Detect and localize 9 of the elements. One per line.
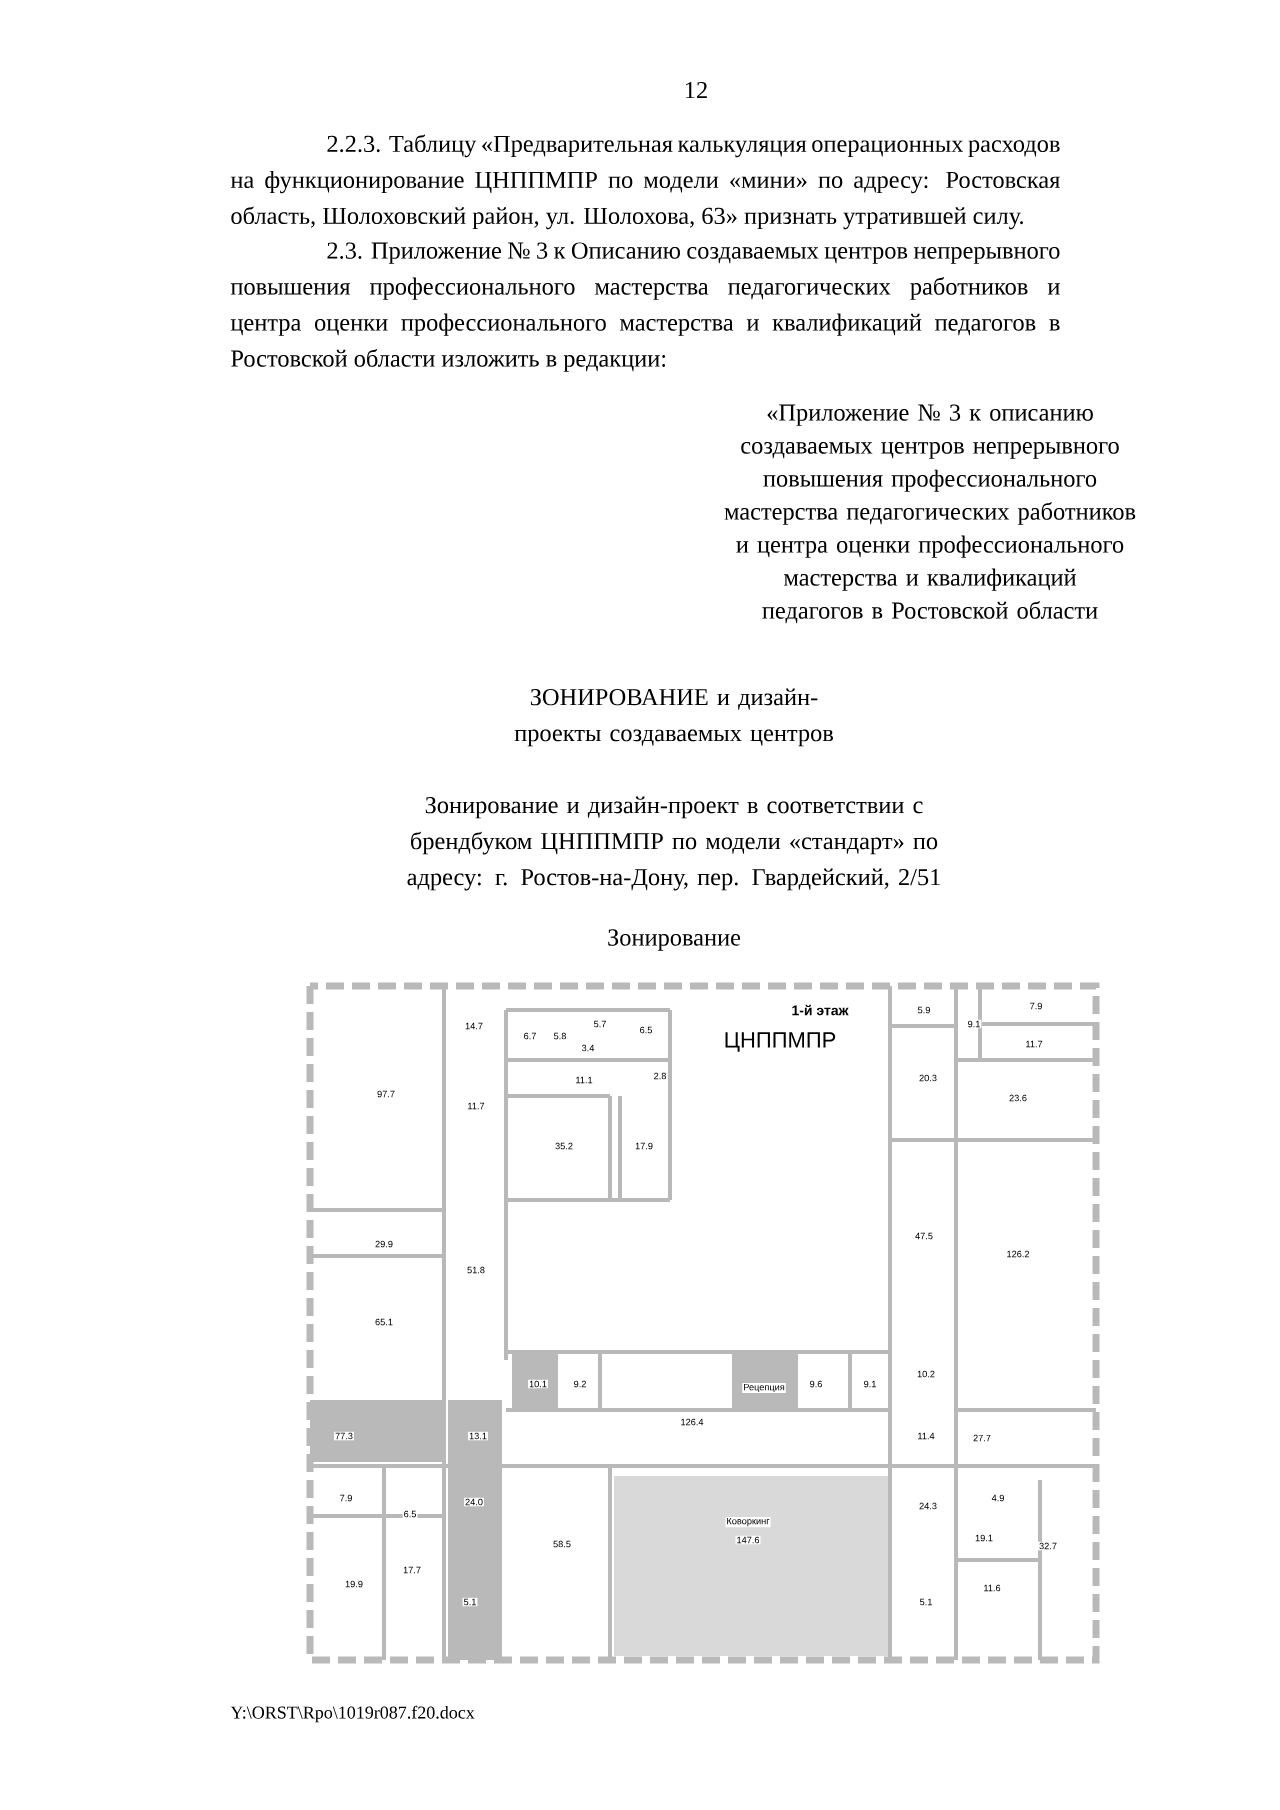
file-path: Y:\ORST\Rpo\1019r087.f20.docx [230, 1705, 475, 1723]
page-number: 12 [685, 81, 707, 99]
appendix-note: «Приложение № 3 к описанию создаваемых центров непрерывного повышения профессионального мастерства педагогических работников и центра оценки профессионального мастерства и квалификаций педагогов в Ростовской области [724, 404, 1136, 624]
centre-label: ЦНППМПР [725, 1032, 836, 1052]
paragraph: 2.2.3. Таблицу «Предварительная калькуляция операционных расходов на функционирование ЦНППМПР по модели «мини» по адресу: Ростовская область, Шолоховский район, ул. Шолохова, 63» признать утратившей силу. [230, 134, 1060, 230]
title: ЗОНИРОВАНИЕ и дизайн-проекты создаваемых центров [514, 688, 833, 747]
paragraph: 2.3. Приложение № 3 к Описанию создаваемых центров непрерывного повышения профессионального мастерства педагогических работников и центра оценки профессионального мастерства и квалификаций педагогов в Ростовской области изложить в редакции: [230, 242, 1060, 372]
subheading: Зонирование [608, 929, 741, 951]
subheading: Зонирование и дизайн-проект в соответствии с брендбуком ЦНППМПР по модели «стандарт» по адресу: г. Ростов-на-Дону, пер. Гвардейский, 2/51 [407, 796, 940, 891]
